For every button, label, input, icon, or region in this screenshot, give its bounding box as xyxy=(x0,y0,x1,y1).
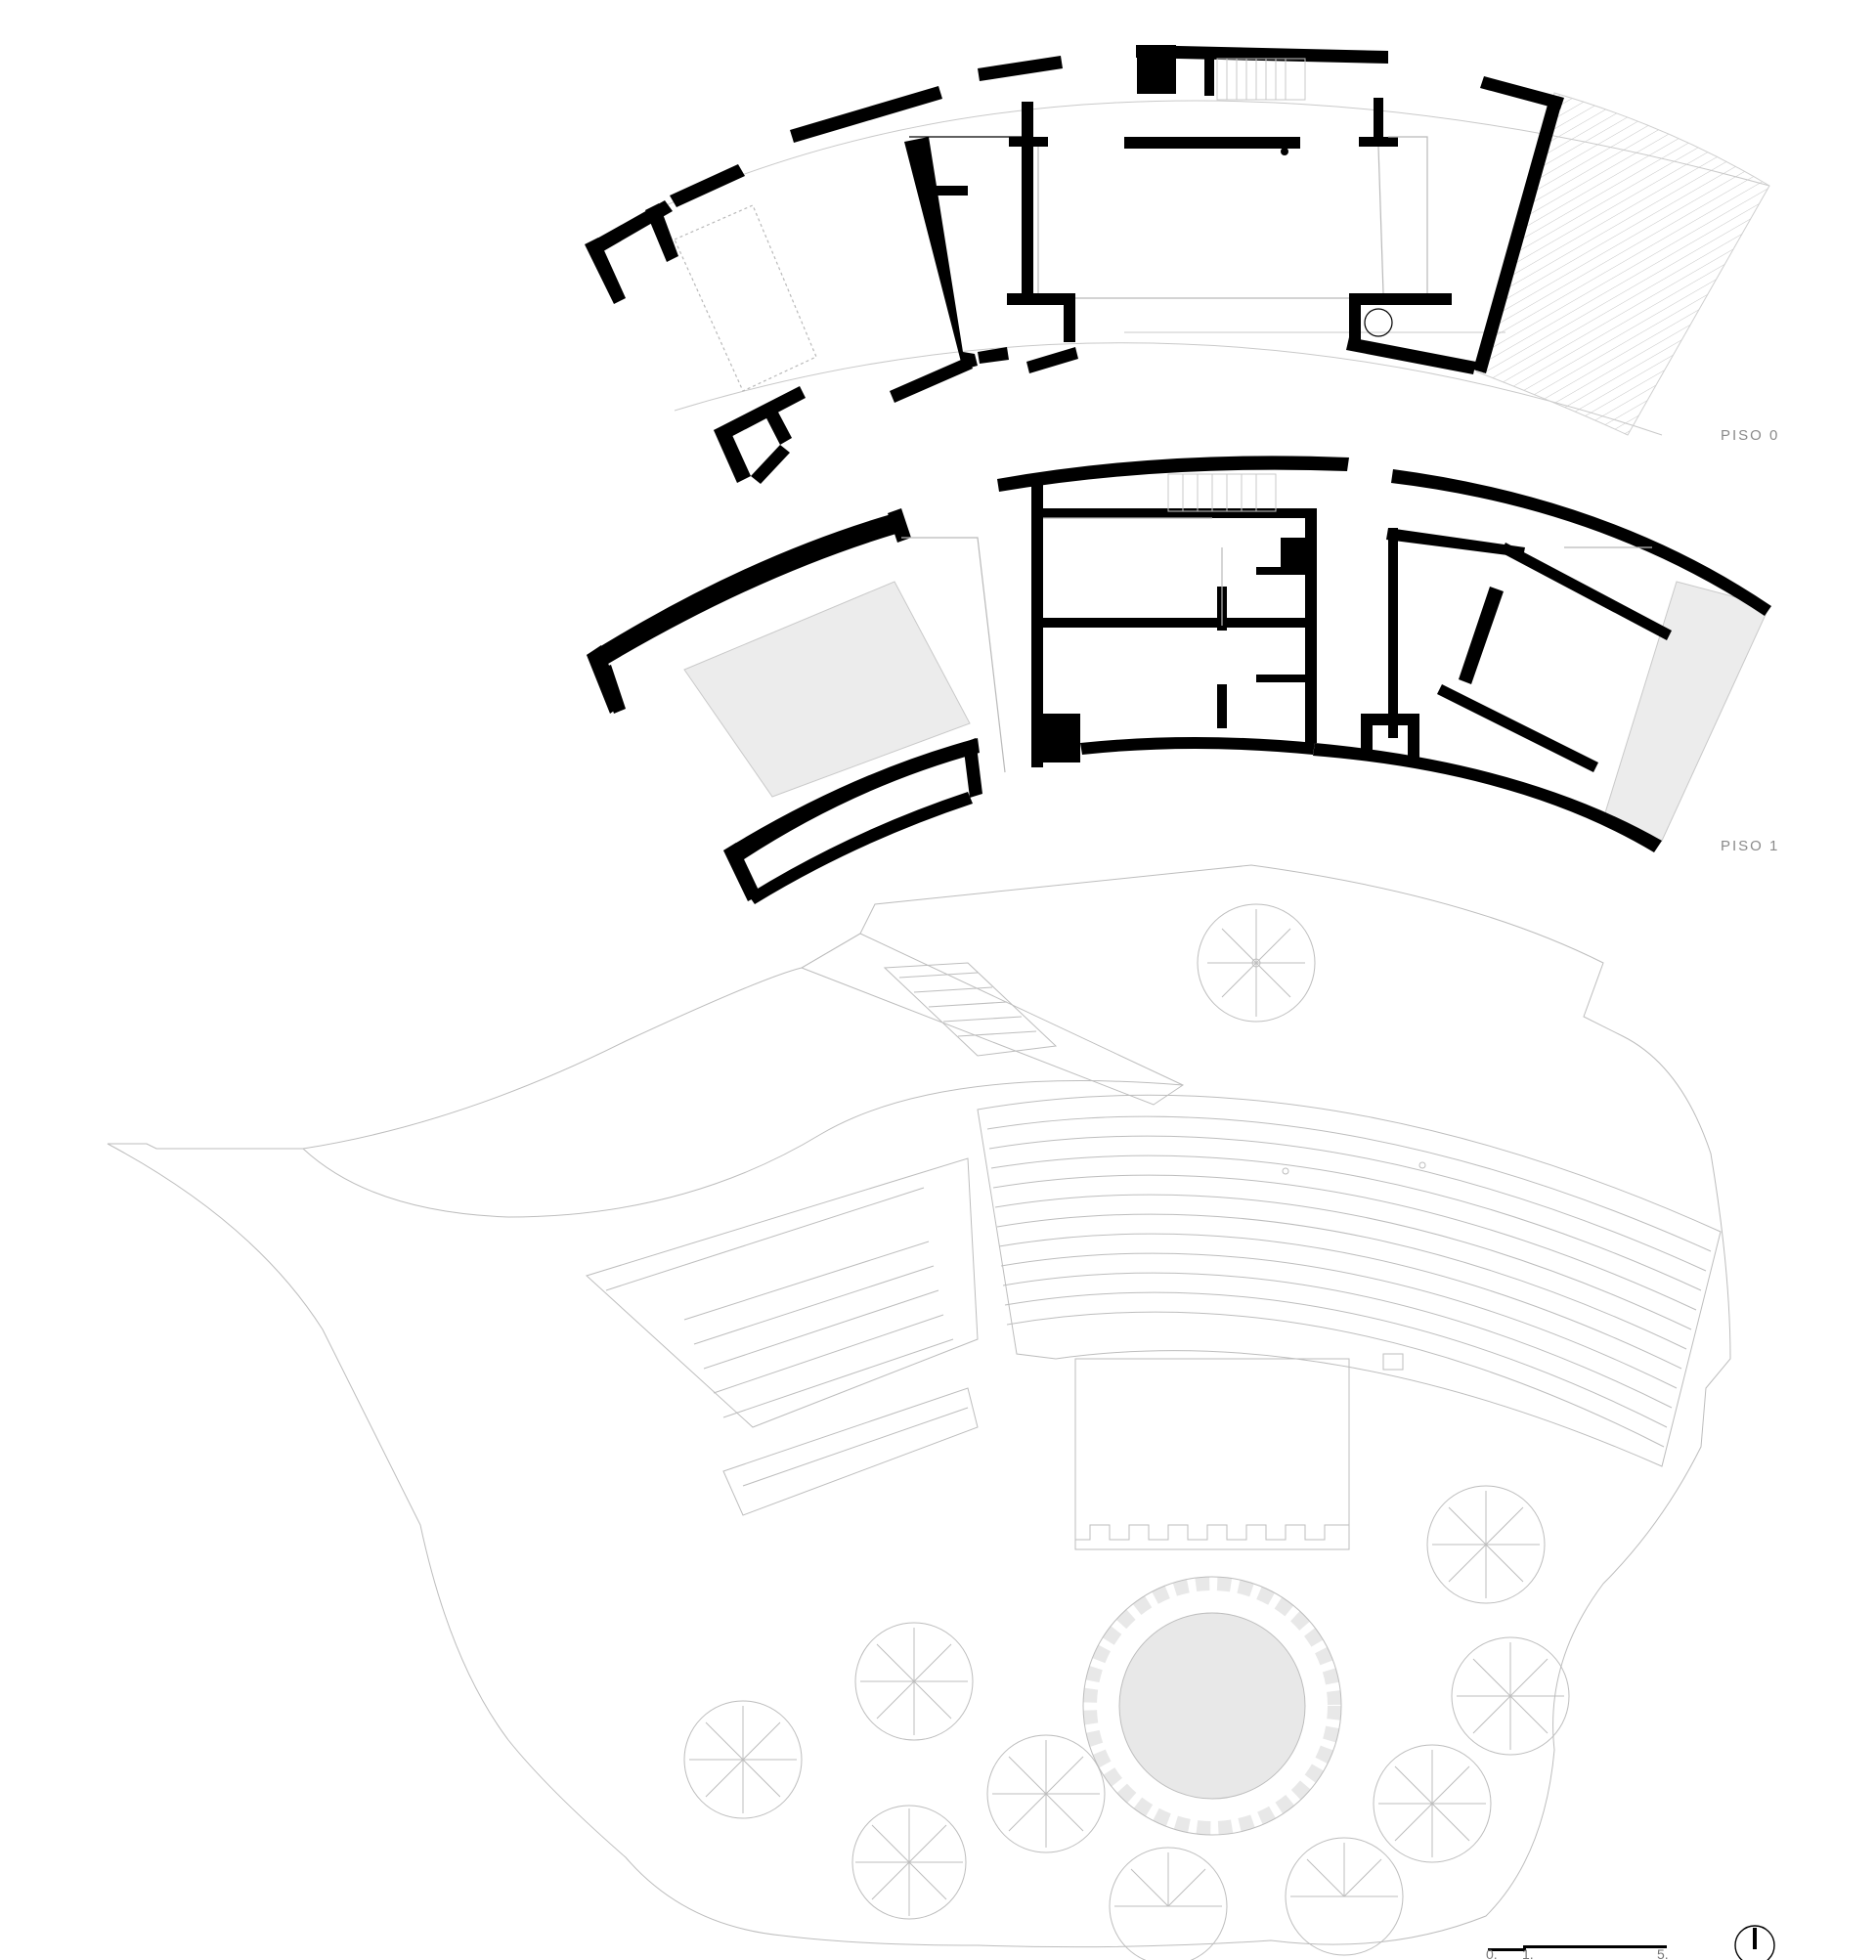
scale-bar: 0. 1. 5. xyxy=(1486,1945,1669,1960)
north-arrow-icon xyxy=(1734,1925,1775,1960)
scale-tick-1: 1. xyxy=(1522,1946,1534,1960)
tree-symbol-icon xyxy=(851,1805,967,1920)
tree-symbol-icon xyxy=(1373,1744,1492,1863)
floor-1-label: PISO 1 xyxy=(1721,838,1779,854)
tree-symbol-icon xyxy=(683,1700,803,1819)
scale-tick-0: 0. xyxy=(1486,1946,1498,1960)
scale-tick-5: 5. xyxy=(1657,1946,1669,1960)
terraced-lawn xyxy=(586,1094,1722,1550)
floor-1-plan: PISO 1 xyxy=(587,456,1779,904)
tree-symbol-icon xyxy=(1285,1837,1404,1956)
stair-floor1 xyxy=(1167,473,1277,512)
tree-symbol-icon xyxy=(1109,1847,1228,1960)
tree-symbol-icon xyxy=(1451,1636,1570,1756)
site-plan xyxy=(107,864,1731,1960)
tree-symbol-icon xyxy=(854,1622,974,1741)
floor-0-plan: PISO 0 xyxy=(585,45,1779,484)
stair-floor0 xyxy=(1216,58,1306,101)
tree-symbol-icon xyxy=(1426,1485,1546,1604)
tree-symbol-icon xyxy=(1197,903,1316,1023)
site-stair xyxy=(800,933,1185,1106)
floor-0-label: PISO 0 xyxy=(1721,427,1779,444)
tree-symbol-icon xyxy=(986,1734,1106,1853)
circular-pool xyxy=(1082,1576,1342,1836)
